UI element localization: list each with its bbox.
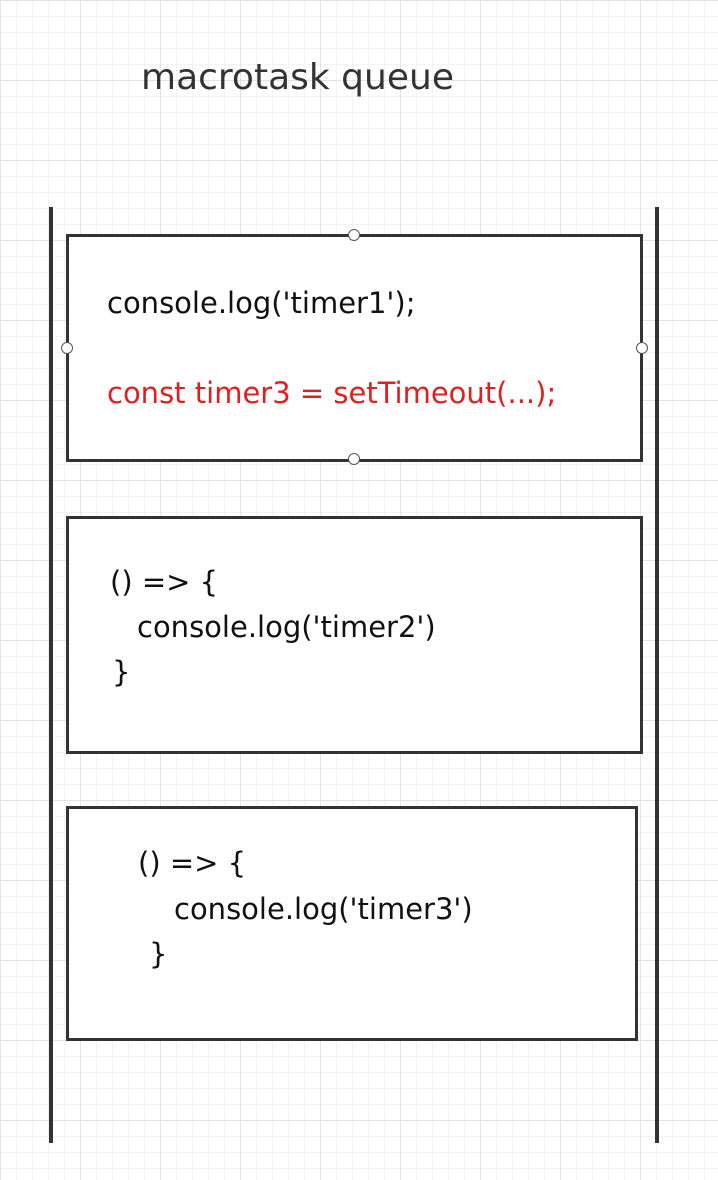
macrotask-box-3[interactable]: () => { console.log('timer3') } <box>66 806 638 1041</box>
diagram-title: macrotask queue <box>141 57 454 98</box>
code-line-arrow-close: } <box>149 937 168 971</box>
code-line-timer2-log: console.log('timer2') <box>137 610 436 644</box>
code-line-timer3-settimeout: const timer3 = setTimeout(...); <box>107 376 557 410</box>
selection-handle-right[interactable] <box>636 342 648 354</box>
code-line-timer1-log: console.log('timer1'); <box>107 286 416 320</box>
selection-handle-bottom[interactable] <box>348 453 360 465</box>
code-line-arrow-open: () => { <box>138 846 247 880</box>
selection-handle-left[interactable] <box>61 342 73 354</box>
code-line-arrow-close: } <box>112 655 131 689</box>
selection-handle-top[interactable] <box>348 229 360 241</box>
macrotask-box-1[interactable]: console.log('timer1'); const timer3 = se… <box>66 234 643 462</box>
queue-right-rail <box>655 207 659 1143</box>
macrotask-box-2[interactable]: () => { console.log('timer2') } <box>66 516 643 754</box>
code-line-timer3-log: console.log('timer3') <box>174 892 473 926</box>
code-line-arrow-open: () => { <box>110 565 219 599</box>
queue-left-rail <box>49 207 53 1143</box>
